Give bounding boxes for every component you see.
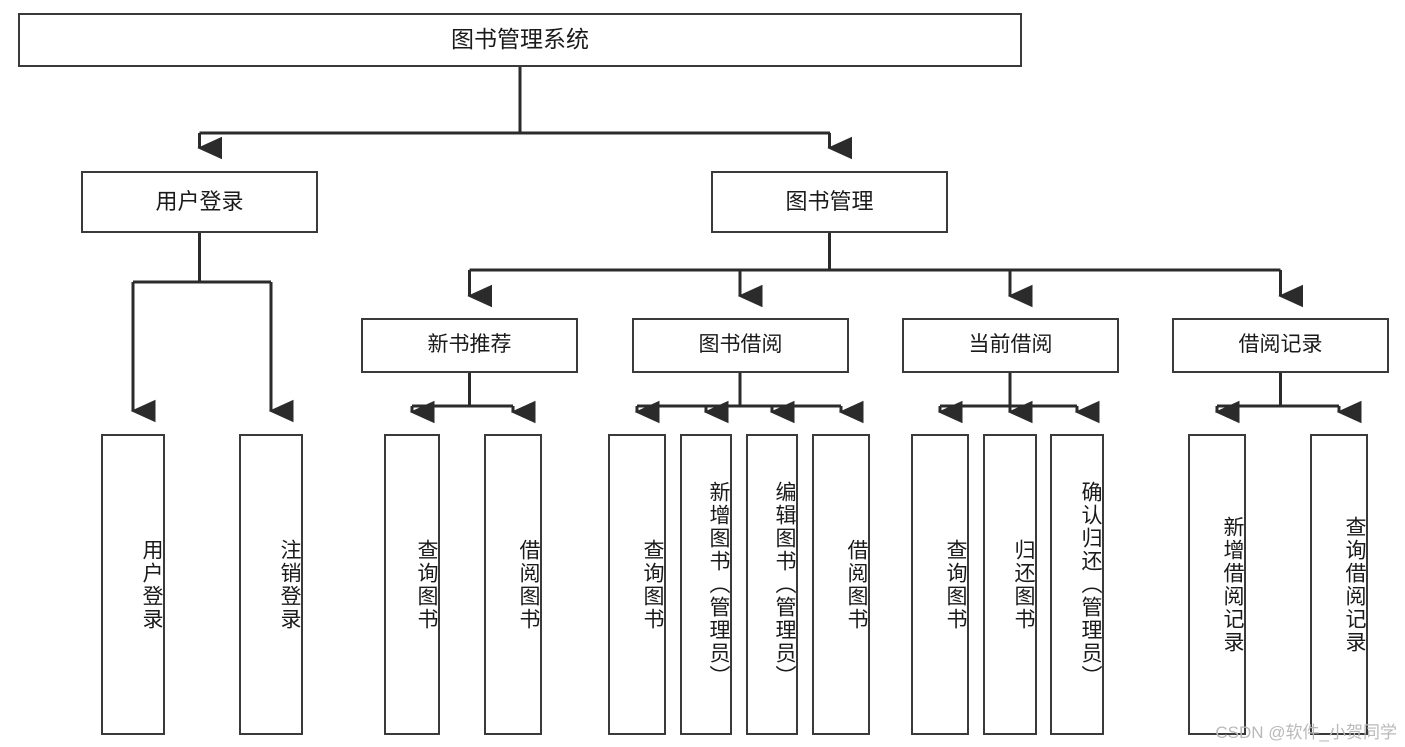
node-leaf-add-book-admin-label: 新增图书（管理员）: [707, 481, 730, 688]
node-level2-borrow-record[interactable]: 借阅记录: [1172, 318, 1389, 373]
node-level1-book-management[interactable]: 图书管理: [711, 171, 948, 233]
node-leaf-confirm-return-admin-label: 确认归还（管理员）: [1079, 481, 1102, 688]
node-level2-new-book-recommend[interactable]: 新书推荐: [361, 318, 578, 373]
node-level2-book-borrow[interactable]: 图书借阅: [632, 318, 849, 373]
node-leaf-query-book-recommend[interactable]: 查询图书: [384, 434, 440, 735]
node-leaf-query-book-borrow[interactable]: 查询图书: [608, 434, 666, 735]
node-leaf-borrow-book-recommend-label: 借阅图书: [517, 538, 540, 631]
node-leaf-add-borrow-record[interactable]: 新增借阅记录: [1188, 434, 1246, 735]
node-leaf-query-borrow-record-label: 查询借阅记录: [1343, 515, 1366, 654]
node-leaf-edit-book-admin-label: 编辑图书（管理员）: [773, 481, 796, 688]
node-level2-book-borrow-label: 图书借阅: [698, 333, 783, 357]
node-level1-user-login[interactable]: 用户登录: [81, 171, 318, 233]
node-leaf-add-borrow-record-label: 新增借阅记录: [1221, 515, 1244, 654]
node-root[interactable]: 图书管理系统: [18, 13, 1022, 67]
node-leaf-user-login-label: 用户登录: [140, 538, 163, 631]
node-leaf-borrow-book-label: 借阅图书: [845, 538, 868, 631]
node-leaf-logout[interactable]: 注销登录: [239, 434, 303, 735]
node-leaf-logout-label: 注销登录: [278, 538, 301, 631]
node-level2-borrow-record-label: 借阅记录: [1238, 333, 1323, 357]
node-leaf-return-book[interactable]: 归还图书: [983, 434, 1037, 735]
node-leaf-query-book-borrow-label: 查询图书: [641, 538, 664, 631]
node-leaf-borrow-book[interactable]: 借阅图书: [812, 434, 870, 735]
node-level2-new-book-recommend-label: 新书推荐: [427, 333, 512, 357]
node-level1-book-management-label: 图书管理: [785, 188, 874, 214]
node-leaf-query-borrow-record[interactable]: 查询借阅记录: [1310, 434, 1368, 735]
node-leaf-borrow-book-recommend[interactable]: 借阅图书: [484, 434, 542, 735]
node-leaf-confirm-return-admin[interactable]: 确认归还（管理员）: [1050, 434, 1104, 735]
node-leaf-return-book-label: 归还图书: [1012, 538, 1035, 631]
watermark-text: CSDN @软件_小贺同学: [1215, 723, 1397, 742]
node-leaf-add-book-admin[interactable]: 新增图书（管理员）: [680, 434, 732, 735]
node-leaf-query-book-recommend-label: 查询图书: [415, 538, 438, 631]
node-level2-current-borrow-label: 当前借阅: [968, 333, 1053, 357]
node-root-label: 图书管理系统: [451, 26, 589, 53]
node-level1-user-login-label: 用户登录: [155, 188, 244, 214]
node-level2-current-borrow[interactable]: 当前借阅: [902, 318, 1119, 373]
node-leaf-edit-book-admin[interactable]: 编辑图书（管理员）: [746, 434, 798, 735]
node-leaf-user-login[interactable]: 用户登录: [101, 434, 165, 735]
node-leaf-query-book-current[interactable]: 查询图书: [911, 434, 969, 735]
node-leaf-query-book-current-label: 查询图书: [944, 538, 967, 631]
